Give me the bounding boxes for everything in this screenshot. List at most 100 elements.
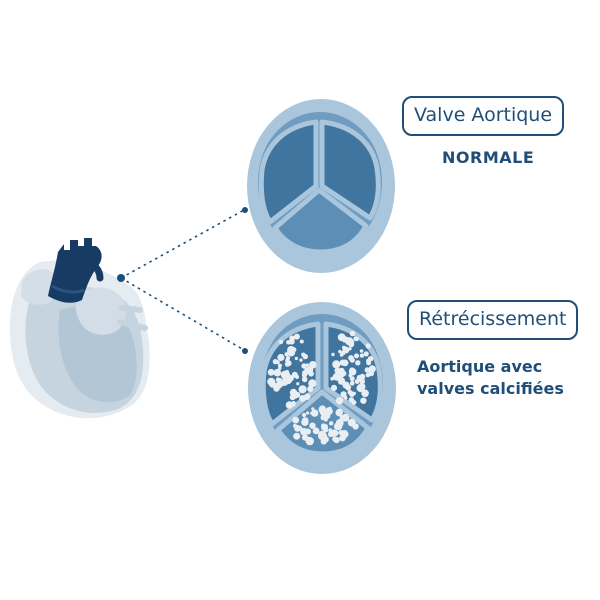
calcification-dot	[333, 430, 339, 436]
calcification-dot	[330, 384, 338, 391]
calcification-dot	[348, 397, 355, 403]
calcification-dot	[337, 333, 346, 342]
calcification-dot	[349, 330, 356, 337]
calcification-dot	[342, 339, 346, 343]
calcification-dot	[269, 380, 277, 388]
calcification-dot	[356, 384, 365, 393]
calcification-dot	[352, 391, 356, 396]
heart-illustration	[9, 238, 150, 419]
connector-dot-stenosis	[242, 348, 248, 354]
stenosis-subtitle-line-1: Aortique avec	[417, 357, 543, 376]
calcification-dot	[294, 356, 299, 361]
calcification-dot	[340, 391, 347, 398]
calcification-dot	[335, 397, 344, 405]
calcification-dot	[353, 336, 358, 341]
calcification-dot	[286, 340, 291, 345]
calcification-dot	[296, 382, 300, 386]
calcification-dot	[359, 373, 366, 380]
calcification-dot	[349, 357, 355, 363]
calcification-dot	[334, 367, 341, 374]
calcification-dot	[368, 365, 376, 373]
calcification-dot	[365, 343, 371, 349]
calcification-dot	[359, 353, 365, 358]
calcification-dot	[287, 346, 296, 354]
calcification-dot	[308, 379, 317, 388]
calcification-dot	[278, 339, 284, 345]
stenosis-valve-subtitle: Aortique avec valves calcifiées	[417, 356, 564, 400]
calcification-dot	[347, 389, 353, 395]
calcification-dot	[361, 389, 369, 398]
calcification-dot	[323, 417, 328, 422]
normal-valve-title: Valve Aortique	[402, 96, 565, 136]
calcification-dot	[348, 347, 352, 351]
calcification-dot	[303, 393, 311, 401]
calcification-dot	[311, 407, 315, 411]
calcification-dot	[301, 363, 307, 369]
connector-line-stenosis	[120, 277, 245, 351]
calcification-dot	[294, 425, 301, 432]
calcification-dot	[311, 424, 316, 429]
calcification-dot	[285, 401, 294, 409]
calcification-dot	[366, 358, 371, 363]
stenosis-subtitle-line-2: valves calcifiées	[417, 379, 564, 398]
calcification-dot	[324, 428, 328, 433]
calcification-dot	[310, 411, 314, 415]
calcification-dot	[339, 359, 346, 366]
stenosis-valve-title: Rétrécissement	[407, 300, 579, 340]
calcification-dot	[349, 367, 355, 374]
calcification-dot	[311, 409, 319, 417]
calcification-dot	[359, 349, 364, 353]
calcification-dot	[312, 427, 320, 435]
calcified-valve-icon	[248, 302, 396, 474]
calcification-dot	[302, 353, 308, 360]
calcification-dot	[354, 379, 360, 384]
calcification-dot	[294, 374, 300, 379]
calcification-dot	[352, 423, 359, 430]
calcification-dot	[275, 382, 282, 389]
calcification-dot	[349, 376, 355, 382]
calcification-dot	[293, 333, 300, 340]
calcification-dot	[304, 428, 311, 435]
calcification-dot	[272, 359, 278, 365]
calcification-dot	[360, 397, 367, 404]
calcification-dot	[349, 380, 355, 386]
calcification-dot	[328, 431, 334, 438]
calcification-dot	[318, 405, 326, 413]
normal-valve-subtitle: NORMALE	[442, 148, 535, 167]
calcification-dot	[321, 423, 326, 429]
calcification-dot	[354, 353, 359, 359]
calcification-dot	[277, 353, 285, 362]
calcification-dot	[305, 363, 309, 367]
calcification-dot	[302, 434, 309, 441]
calcification-dot	[289, 388, 298, 397]
calcification-dot	[328, 428, 333, 433]
connector-dot-normal	[242, 207, 248, 213]
calcification-dot	[325, 407, 333, 416]
calcification-dot	[344, 432, 348, 437]
calcification-dot	[332, 436, 337, 442]
normal-valve-icon	[247, 99, 395, 273]
calcification-dot	[289, 335, 295, 342]
calcification-dot	[320, 431, 325, 436]
calcification-dot	[351, 420, 356, 425]
calcification-dot	[284, 361, 290, 367]
calcification-dot	[334, 422, 343, 431]
calcification-dot	[282, 371, 291, 380]
calcification-dot	[267, 368, 275, 376]
calcification-dot	[292, 416, 300, 424]
calcification-dot	[293, 432, 301, 440]
calcification-deposits	[267, 330, 376, 446]
calcification-dot	[299, 358, 303, 362]
calcification-dot	[331, 352, 335, 357]
calcification-dot	[278, 366, 282, 370]
calcification-dot	[344, 336, 348, 341]
calcification-dot	[355, 360, 361, 366]
calcification-dot	[321, 413, 327, 418]
calcification-dot	[301, 418, 309, 426]
calcification-dot	[306, 411, 310, 415]
calcification-dot	[343, 395, 348, 400]
calcification-dot	[339, 415, 346, 422]
calcification-dot	[273, 368, 282, 377]
calcification-dot	[277, 363, 282, 368]
